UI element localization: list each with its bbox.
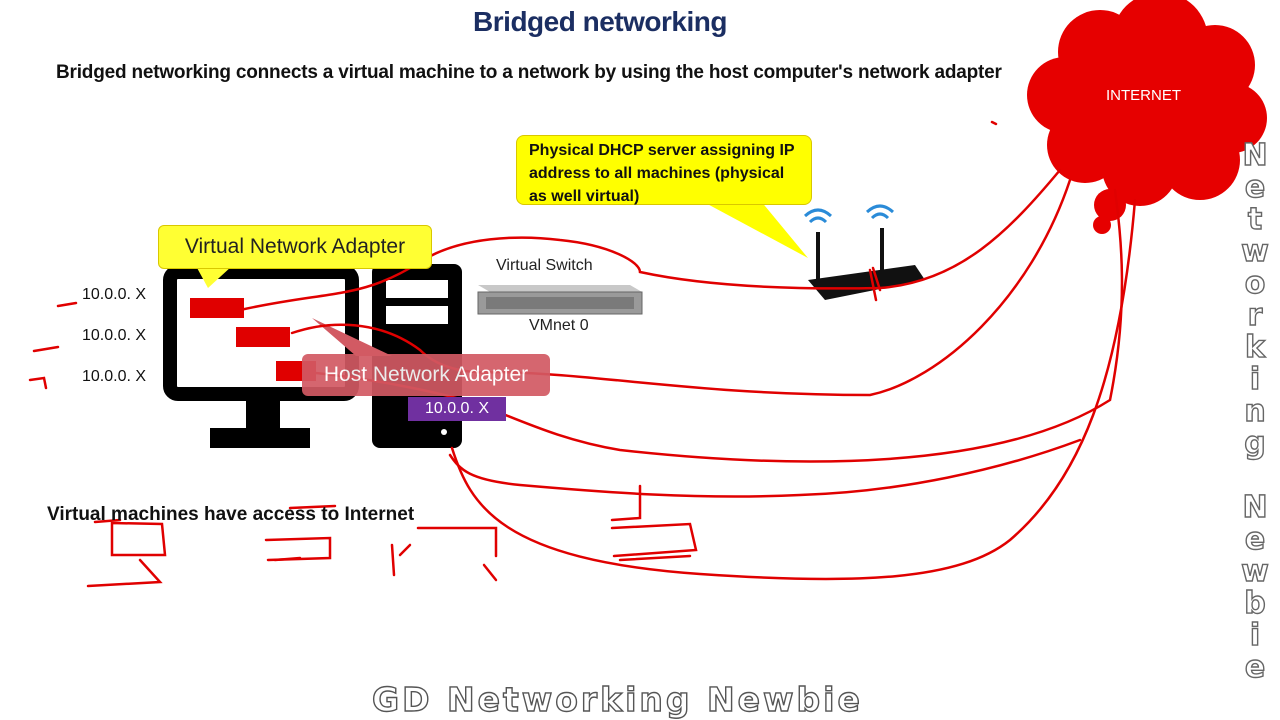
bottom-watermark: GD Networking Newbie bbox=[371, 679, 863, 719]
vm-adapter-1 bbox=[190, 298, 244, 318]
subtitle: Bridged networking connects a virtual ma… bbox=[56, 62, 1002, 83]
vm-ip-3: 10.0.0. X bbox=[82, 368, 147, 385]
vna-callout-pointer bbox=[196, 266, 232, 288]
dhcp-callout-pointer bbox=[700, 200, 808, 258]
virtual-switch-icon bbox=[477, 285, 643, 315]
virtual-switch-label: Virtual Switch bbox=[496, 257, 593, 274]
red-annotation-lines bbox=[28, 120, 1137, 588]
vm-ip-2: 10.0.0. X bbox=[82, 327, 147, 344]
router-icon bbox=[803, 204, 925, 300]
host-ip-badge: 10.0.0. X bbox=[408, 397, 506, 421]
internet-label: INTERNET bbox=[1106, 87, 1181, 104]
vm-adapter-2 bbox=[236, 327, 290, 347]
vm-ip-1: 10.0.0. X bbox=[82, 286, 147, 303]
internet-access-note: Virtual machines have access to Internet bbox=[47, 504, 415, 525]
monitor-icon bbox=[163, 265, 359, 448]
virtual-network-adapter-callout: Virtual Network Adapter bbox=[158, 225, 432, 269]
hna-callout-pointer bbox=[312, 318, 392, 356]
vmnet-label: VMnet 0 bbox=[529, 317, 589, 334]
dhcp-server-callout: Physical DHCP server assigning IP addres… bbox=[516, 135, 812, 205]
internet-cloud-icon bbox=[1027, 0, 1267, 234]
host-network-adapter-callout: Host Network Adapter bbox=[302, 354, 550, 396]
page-title: Bridged networking bbox=[473, 6, 727, 37]
